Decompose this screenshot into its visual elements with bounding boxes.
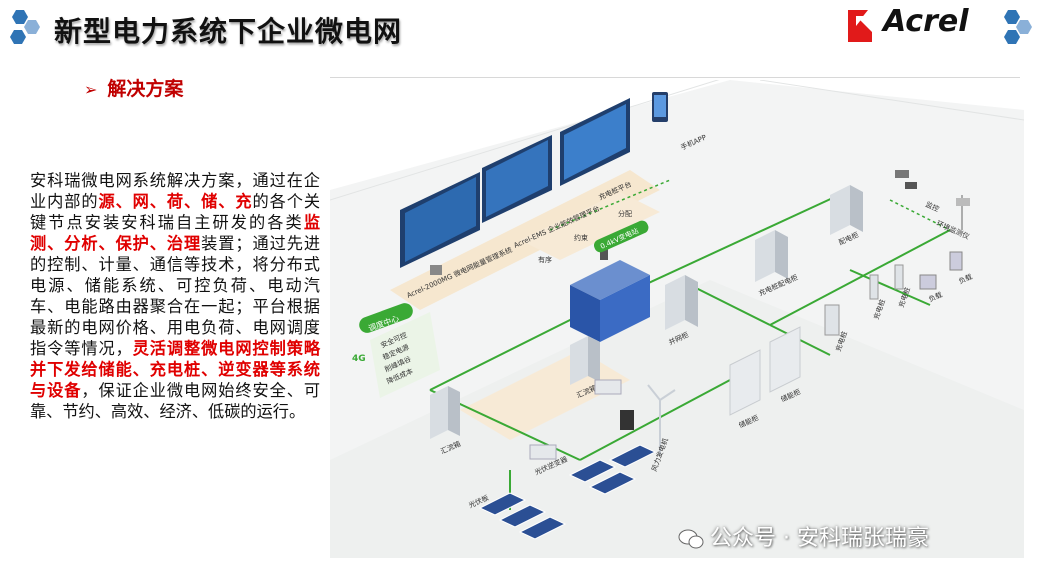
microgrid-diagram: Acrel-2000MG 微电网能量管理系统 Acrel-EMS 企业能效管理平… [330,80,1024,558]
body-text-3: 装置；通过先进的控制、计量、通信等技术，将分布式电源、储能系统、可控负荷、电动汽… [30,234,321,358]
cabinet-charger-distribution [755,230,788,282]
flow-label-2: 约束 [574,233,588,242]
storage-cabinets [729,326,801,416]
hexagon-decoration-icon [1004,10,1032,44]
monitor-ems-enterprise [482,135,552,223]
env-sensor-icon [956,195,970,230]
page-title: 新型电力系统下企业微电网 [54,15,403,48]
cabinet-combiner-2 [430,386,460,439]
cabinet-grid [665,275,698,330]
header-divider [330,77,1020,78]
cctv-camera-icon [895,170,917,189]
inverter-units [529,379,634,460]
hexagon-decoration-icon [10,10,40,44]
acrel-logo [848,10,872,42]
highlight-monitor-analyze: 监测、分析、保护、治理 [30,213,320,253]
watermark: 公众号 · 安科瑞张瑞豪 [678,520,929,552]
room-floor [330,280,1024,558]
highlight-strategy: 灵活调整微电网控制策略并下发给储能、充电桩、逆变器等系统与设备 [30,339,321,400]
cabinet-combiner-1 [570,336,600,385]
phone-app-icon [652,92,668,122]
wechat-icon [678,529,704,549]
watermark-text: 公众号 · 安科瑞张瑞豪 [710,526,929,551]
charging-piles [824,264,904,336]
load-devices [919,251,963,290]
flow-label-3: 分配 [618,209,632,218]
svg-text:4G: 4G [352,354,366,364]
section-heading: ➢ 解决方案 [84,74,183,101]
monitor-ems-2000mg [400,172,480,275]
flow-label-1: 有序 [538,255,552,264]
body-text-1: 安科瑞微电网系统解决方案，通过在企业内部的 [30,171,320,211]
cabinet-load-distribution [830,185,863,235]
bullet-arrow-icon: ➢ [84,80,98,99]
platform-screen3 [520,192,660,260]
wind-turbine-icon [647,384,676,455]
highlight-source-grid-load: 源、网、荷、储、充 [98,192,253,211]
dispatch-center: 调度中心 4G 安全可控 稳定电源 削峰填谷 降低成本 [352,303,440,398]
solar-panels [478,444,657,540]
section-heading-label: 解决方案 [107,78,184,100]
body-text-2: 的各个关键节点安装安科瑞自主研发的各类 [30,192,321,232]
brand-name: Acrel [883,4,969,39]
body-text-4: ，保证企业微电网始终安全、可靠、节约、高效、经济、低碳的运行。 [30,381,321,421]
monitor-charging-platform [560,98,630,186]
description-paragraph: 安科瑞微电网系统解决方案，通过在企业内部的源、网、荷、储、充的各个关键节点安装安… [30,170,320,422]
